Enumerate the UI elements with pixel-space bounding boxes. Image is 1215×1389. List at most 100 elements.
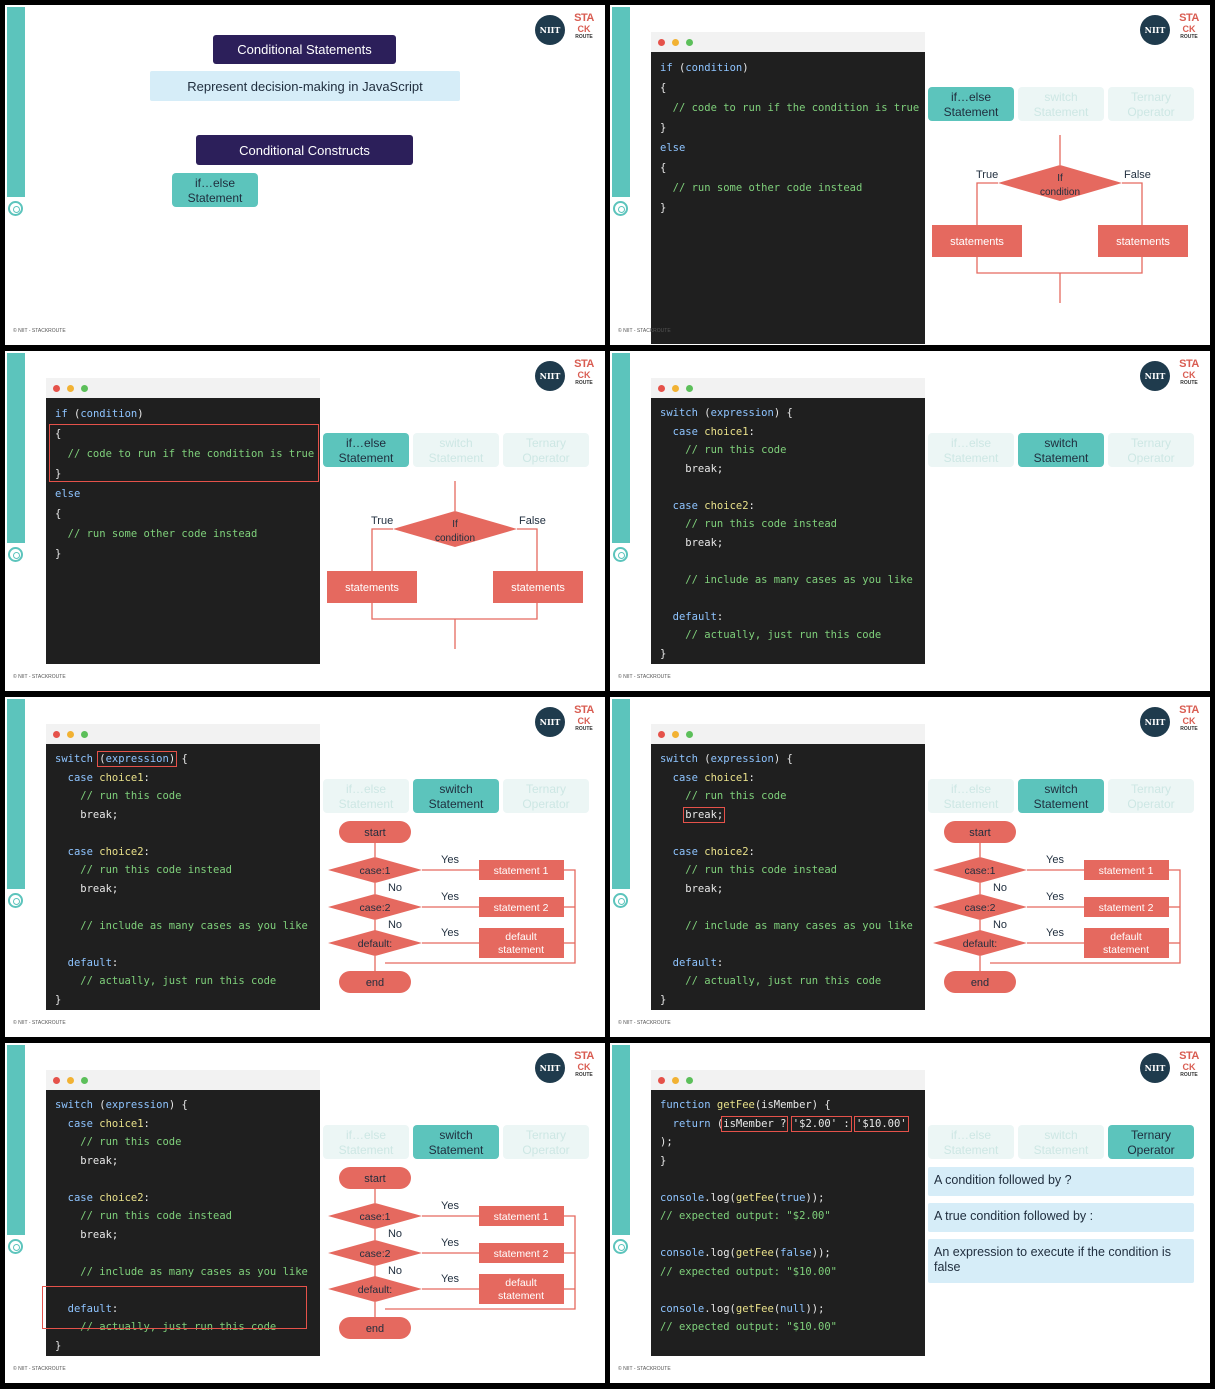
default-label: default: <box>358 1284 392 1296</box>
tab-switch[interactable]: switch Statement <box>1018 1125 1104 1159</box>
tab-ifelse[interactable]: if…else Statement <box>928 433 1014 467</box>
code-line <box>55 935 311 954</box>
tab-switch[interactable]: switch Statement <box>1018 87 1104 121</box>
end-label: end <box>366 1323 384 1335</box>
tab-switch[interactable]: switch Statement <box>413 433 499 467</box>
code-line: } <box>660 1154 667 1167</box>
tab-ternary[interactable]: Ternary Operator <box>1108 779 1194 813</box>
tab-ifelse[interactable]: if…else Statement <box>928 1125 1014 1159</box>
code-line <box>660 1170 916 1189</box>
code-line: return (isMember ? '$2.00' : '$10.00' <box>672 1115 909 1132</box>
tab-ternary[interactable]: Ternary Operator <box>1108 433 1194 467</box>
start-label: start <box>364 1173 385 1185</box>
end-node <box>944 971 1016 993</box>
tab-ternary[interactable]: Ternary Operator <box>503 433 589 467</box>
code-line: // include as many cases as you like <box>55 919 308 932</box>
statement-2-label: statement 2 <box>494 902 549 914</box>
start-label: start <box>364 827 385 839</box>
start-node <box>339 1167 411 1189</box>
copyright: © NIIT - STACKROUTE <box>13 1366 66 1372</box>
tab-ternary[interactable]: Ternary Operator <box>503 779 589 813</box>
code-window: switch (expression) { case choice1: // r… <box>42 1070 320 1356</box>
default-statement-label: statement <box>498 944 544 956</box>
code-line: case choice1: <box>67 1117 150 1130</box>
tab-ternary[interactable]: Ternary Operator <box>1108 1125 1194 1159</box>
code-line: { <box>660 162 667 174</box>
code-line: case choice2: <box>672 845 755 858</box>
tab-ifelse[interactable]: if…else Statement <box>323 779 409 813</box>
case2-diamond <box>328 894 422 920</box>
statement-1-label: statement 1 <box>1099 865 1154 877</box>
case1-label: case:1 <box>360 1211 391 1223</box>
tab-switch[interactable]: switch Statement <box>413 779 499 813</box>
default-statement-box <box>479 1274 564 1304</box>
code-line: switch (expression) { <box>660 407 793 419</box>
niit-logo: NIIT <box>535 1053 565 1083</box>
tab-ifelse[interactable]: if…else Statement <box>928 87 1014 121</box>
target-icon <box>613 201 628 216</box>
svg-text:statements: statements <box>1116 236 1170 248</box>
code-line: } <box>660 122 667 134</box>
statement-2-label: statement 2 <box>494 1248 549 1260</box>
case1-label: case:1 <box>965 865 996 877</box>
tab-ifelse[interactable]: if…else Statement <box>323 1125 409 1159</box>
svg-text:If: If <box>452 519 458 530</box>
tab-ternary[interactable]: Ternary Operator <box>1108 87 1194 121</box>
case2-label: case:2 <box>965 902 996 914</box>
ifelse-button[interactable]: if…else Statement <box>172 173 258 207</box>
copyright: © NIIT - STACKROUTE <box>13 328 66 334</box>
code-line <box>55 1170 311 1189</box>
code-line <box>660 589 916 608</box>
no-label: No <box>388 1265 402 1277</box>
svg-text:statements: statements <box>950 236 1004 248</box>
code-line <box>55 898 311 917</box>
default-diamond <box>933 930 1027 956</box>
statements-box <box>932 225 1022 257</box>
start-node <box>944 821 1016 843</box>
accent-bar <box>612 353 630 543</box>
code-line: // run this code <box>660 444 787 456</box>
case2-diamond <box>328 1240 422 1266</box>
tab-switch[interactable]: switch Statement <box>413 1125 499 1159</box>
code-line: break; <box>55 1228 119 1241</box>
code-line: case choice2: <box>67 845 150 858</box>
yes-label: Yes <box>441 927 459 939</box>
slide-title: Conditional Statements <box>213 35 396 64</box>
code-line: switch (expression) { <box>660 753 793 765</box>
code-line <box>660 898 916 917</box>
case2-label: case:2 <box>360 902 391 914</box>
code-line: // actually, just run this code <box>660 975 882 987</box>
code-line: // run this code instead <box>55 864 233 876</box>
code-line <box>55 824 311 843</box>
no-label: No <box>388 882 402 894</box>
accent-bar <box>7 1045 25 1235</box>
tab-switch[interactable]: switch Statement <box>1018 779 1104 813</box>
code-line: switch (expression) { <box>55 751 188 767</box>
tab-ifelse[interactable]: if…else Statement <box>928 779 1014 813</box>
code-window: switch (expression) { case choice1: // r… <box>46 724 320 1010</box>
case1-diamond <box>328 1203 422 1229</box>
code-line: // run this code <box>55 790 182 802</box>
code-line: ); <box>660 1136 673 1148</box>
tab-switch[interactable]: switch Statement <box>1018 433 1104 467</box>
copyright: © NIIT - STACKROUTE <box>13 1020 66 1026</box>
true-label: True <box>976 169 998 181</box>
code-line: { <box>55 508 62 520</box>
code-line: default: <box>67 956 119 969</box>
no-label: No <box>993 882 1007 894</box>
tab-ternary[interactable]: Ternary Operator <box>503 1125 589 1159</box>
code-line: // include as many cases as you like <box>660 919 913 932</box>
svg-text:statements: statements <box>511 582 565 594</box>
target-icon <box>613 547 628 562</box>
tab-ifelse[interactable]: if…else Statement <box>323 433 409 467</box>
yes-label: Yes <box>1046 891 1064 903</box>
code-line: else <box>55 488 81 500</box>
code-line: function getFee(isMember) { <box>660 1099 831 1111</box>
code-line <box>660 824 916 843</box>
code-line: } <box>55 1339 62 1352</box>
niit-logo: NIIT <box>1140 361 1170 391</box>
default-diamond <box>328 1276 422 1302</box>
